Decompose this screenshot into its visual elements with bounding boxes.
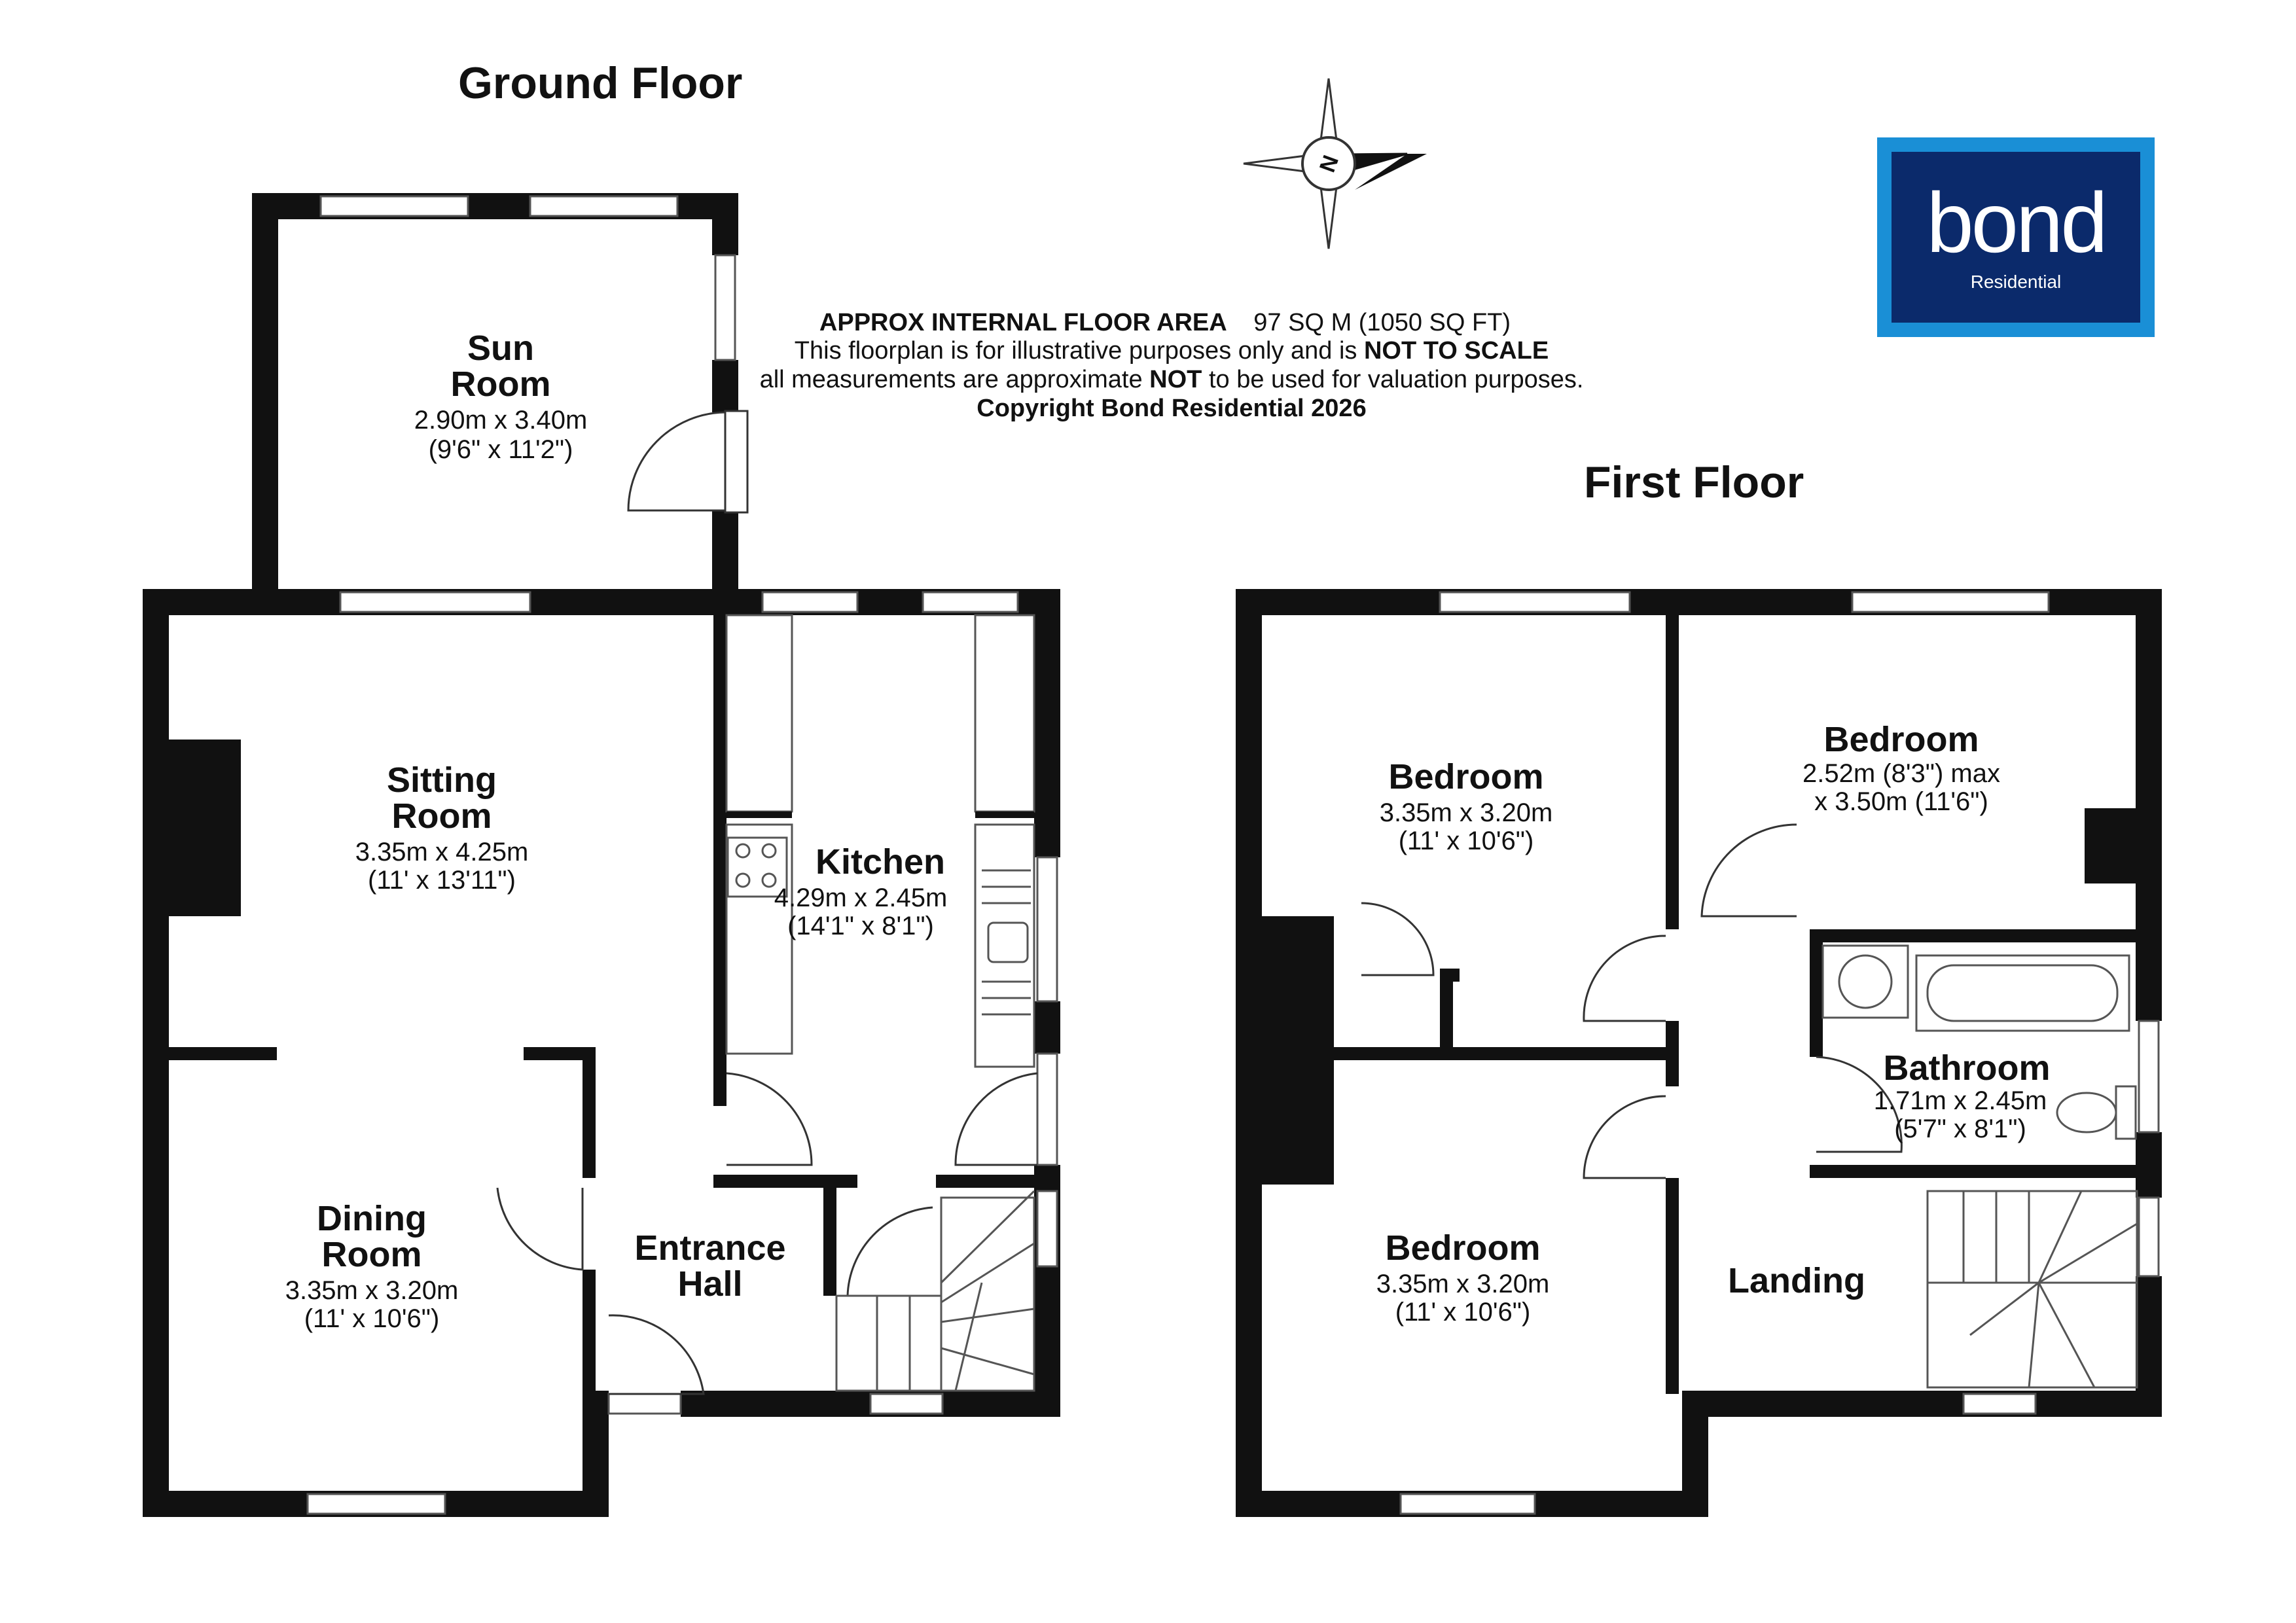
sun-room-door <box>627 410 749 514</box>
bedroom-1-label: Bedroom 3.35m x 3.20m (11' x 10'6") <box>1380 757 1553 855</box>
svg-text:APPROX INTERNAL FLOOR AREA: APPROX INTERNAL FLOOR AREA 97 SQ M (1050… <box>819 309 1511 336</box>
hall-door-kitchen <box>726 1072 813 1166</box>
entrance-hall-name-1: Entrance <box>634 1228 785 1268</box>
sun-room-label: Sun Room 2.90m x 3.40m (9'6" x 11'2") <box>414 329 588 464</box>
bedroom-3-imperial: (11' x 10'6") <box>1395 1298 1531 1327</box>
bathroom-door <box>1816 1056 1903 1153</box>
bathroom-name: Bathroom <box>1884 1048 2051 1088</box>
disclaimer-not-to-scale: NOT TO SCALE <box>1364 337 1549 365</box>
dining-room-name-2: Room <box>322 1235 422 1274</box>
sun-room-imperial: (9'6" x 11'2") <box>429 435 573 464</box>
kitchen-imperial: (14'1" x 8'1") <box>787 912 934 940</box>
kitchen-metric: 4.29m x 2.45m <box>774 883 948 912</box>
first-floor-title: First Floor <box>1584 457 1804 507</box>
bath-icon <box>1915 954 2130 1032</box>
hob-icon <box>726 836 788 898</box>
first-floor-plan: Bedroom 3.35m x 3.20m (11' x 10'6") Bedr… <box>1236 589 2162 1517</box>
dining-room-name-1: Dining <box>317 1199 427 1238</box>
kitchen-name: Kitchen <box>816 842 945 882</box>
disclaimer-line-2: This floorplan is for illustrative purpo… <box>795 337 1364 365</box>
bedroom-1-imperial: (11' x 10'6") <box>1399 827 1534 855</box>
area-label: APPROX INTERNAL FLOOR AREA <box>819 309 1227 336</box>
sun-room-name-2: Room <box>451 365 551 404</box>
bedroom-1-door <box>1583 935 1666 1022</box>
disclaimer-line-3-end: to be used for valuation purposes. <box>1202 366 1583 393</box>
disclaimer-line-3: all measurements are approximate <box>760 366 1150 393</box>
stairs-ground <box>835 1190 1035 1392</box>
sitting-room-imperial: (11' x 13'11") <box>368 866 516 895</box>
logo-word: bond <box>1926 175 2105 270</box>
sitting-room-name-1: Sitting <box>387 760 497 800</box>
kitchen-back-door <box>954 1072 1038 1166</box>
sitting-room-label: Sitting Room 3.35m x 4.25m (11' x 13'11"… <box>355 760 529 895</box>
bedroom-3-door <box>1583 1095 1666 1179</box>
entrance-hall-label: Entrance Hall <box>634 1228 785 1304</box>
disclaimer-not: NOT <box>1149 366 1202 393</box>
sun-room-metric: 2.90m x 3.40m <box>414 406 588 435</box>
front-door <box>608 1314 705 1395</box>
dining-room-metric: 3.35m x 3.20m <box>285 1276 459 1305</box>
bathroom-label: Bathroom 1.71m x 2.45m (5'7" x 8'1") <box>1874 1048 2051 1143</box>
understairs-door <box>846 1206 933 1297</box>
bathroom-imperial: (5'7" x 8'1") <box>1894 1115 2026 1143</box>
bedroom-2-imperial: x 3.50m (11'6") <box>1814 787 1988 816</box>
copyright: Copyright Bond Residential 2026 <box>977 395 1366 422</box>
bedroom-2-metric: 2.52m (8'3") max <box>1803 759 2000 788</box>
ground-floor-title: Ground Floor <box>458 58 742 108</box>
bedroom-2-name: Bedroom <box>1823 720 1979 759</box>
dining-door <box>496 1187 584 1271</box>
kitchen-label: Kitchen 4.29m x 2.45m (14'1" x 8'1") <box>774 842 948 940</box>
sink-icon <box>982 869 1031 1016</box>
basin-icon <box>1821 944 1909 1019</box>
bedroom-2-door <box>1700 823 1797 918</box>
landing-label: Landing <box>1728 1261 1865 1300</box>
area-value: 97 SQ M (1050 SQ FT) <box>1253 309 1511 336</box>
bedroom-1-cupboard-door <box>1361 902 1435 976</box>
stairs-first <box>1926 1190 2138 1389</box>
logo-subtitle: Residential <box>1971 272 2062 292</box>
ground-floor-plan: Sun Room 2.90m x 3.40m (9'6" x 11'2") Si… <box>143 193 1060 1517</box>
landing-name: Landing <box>1728 1261 1865 1300</box>
sitting-room-metric: 3.35m x 4.25m <box>355 838 529 866</box>
dining-room-imperial: (11' x 10'6") <box>304 1304 440 1333</box>
sitting-room-name-2: Room <box>392 796 492 836</box>
bedroom-2-label: Bedroom 2.52m (8'3") max x 3.50m (11'6") <box>1803 720 2000 816</box>
svg-text:This floorplan is for illustra: This floorplan is for illustrative purpo… <box>795 337 1549 365</box>
svg-text:all measurements are approxima: all measurements are approximate NOT to … <box>760 366 1584 393</box>
bedroom-1-name: Bedroom <box>1388 757 1543 796</box>
bedroom-3-metric: 3.35m x 3.20m <box>1376 1270 1550 1298</box>
dining-room-label: Dining Room 3.35m x 3.20m (11' x 10'6") <box>285 1199 459 1333</box>
sun-room-name-1: Sun <box>467 329 534 368</box>
compass-icon: N <box>1243 78 1427 249</box>
bedroom-1-metric: 3.35m x 3.20m <box>1380 798 1553 827</box>
bedroom-3-name: Bedroom <box>1385 1228 1540 1268</box>
info-block: APPROX INTERNAL FLOOR AREA 97 SQ M (1050… <box>760 309 1584 422</box>
bond-logo: bond Residential <box>1877 137 2155 337</box>
bedroom-3-label: Bedroom 3.35m x 3.20m (11' x 10'6") <box>1376 1228 1550 1327</box>
bathroom-metric: 1.71m x 2.45m <box>1874 1086 2047 1115</box>
toilet-icon <box>2056 1085 2137 1140</box>
entrance-hall-name-2: Hall <box>677 1264 742 1304</box>
